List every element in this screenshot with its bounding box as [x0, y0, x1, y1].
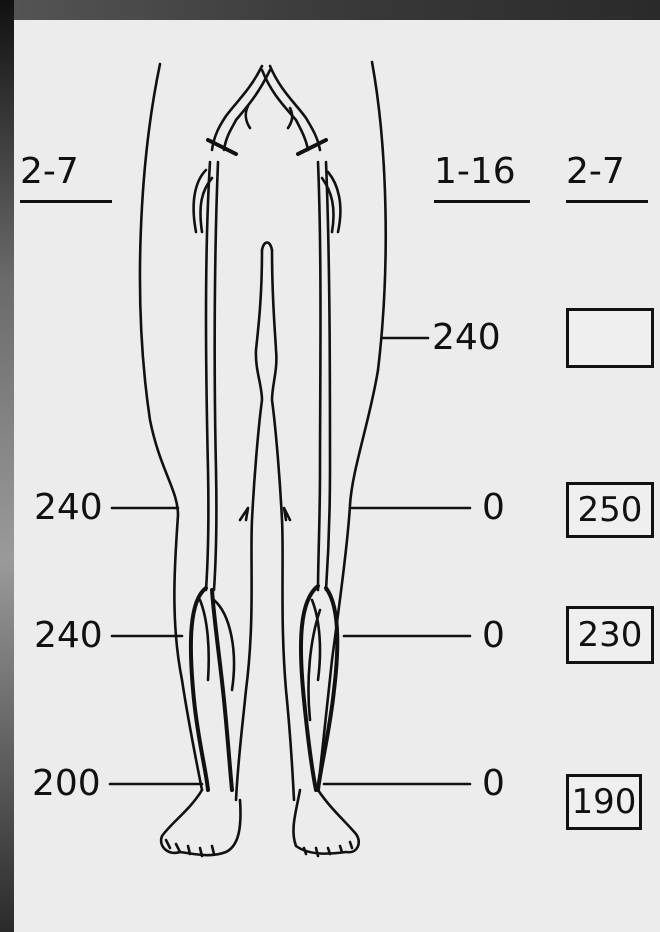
- middle-value-thigh: 240: [432, 320, 501, 356]
- femoral-left-b: [214, 162, 218, 590]
- inner-leg-right: [272, 250, 294, 800]
- foot-right: [293, 790, 358, 854]
- middle-value-ankle: 0: [482, 766, 505, 802]
- femoral-right-a: [318, 162, 321, 590]
- knee-arrow-left: [240, 508, 248, 520]
- header-left: 2-7: [20, 154, 112, 203]
- left-value-ankle: 200: [32, 766, 101, 802]
- tibial-left-2: [212, 590, 232, 790]
- left-value-calf: 240: [34, 618, 103, 654]
- knee-arrow-right: [284, 508, 290, 520]
- middle-value-knee: 0: [482, 490, 505, 526]
- header-right: 2-7: [566, 154, 648, 203]
- foot-left: [161, 790, 240, 855]
- iliac-right: [270, 66, 320, 150]
- femoral-left-a: [206, 162, 210, 590]
- tibial-left-4: [200, 600, 209, 680]
- clamp-right: [298, 140, 326, 154]
- header-middle: 1-16: [434, 154, 530, 203]
- left-value-knee: 240: [34, 490, 103, 526]
- iliac-branch-left: [246, 106, 250, 128]
- crotch: [262, 243, 272, 251]
- inner-leg-left: [236, 250, 262, 800]
- right-box-calf: 230: [566, 606, 654, 664]
- middle-value-calf: 0: [482, 618, 505, 654]
- right-box-thigh: [566, 308, 654, 368]
- iliac-left: [212, 66, 262, 150]
- femoral-right-b: [326, 162, 330, 590]
- right-box-knee: 250: [566, 482, 654, 538]
- right-box-ankle: 190: [566, 774, 642, 830]
